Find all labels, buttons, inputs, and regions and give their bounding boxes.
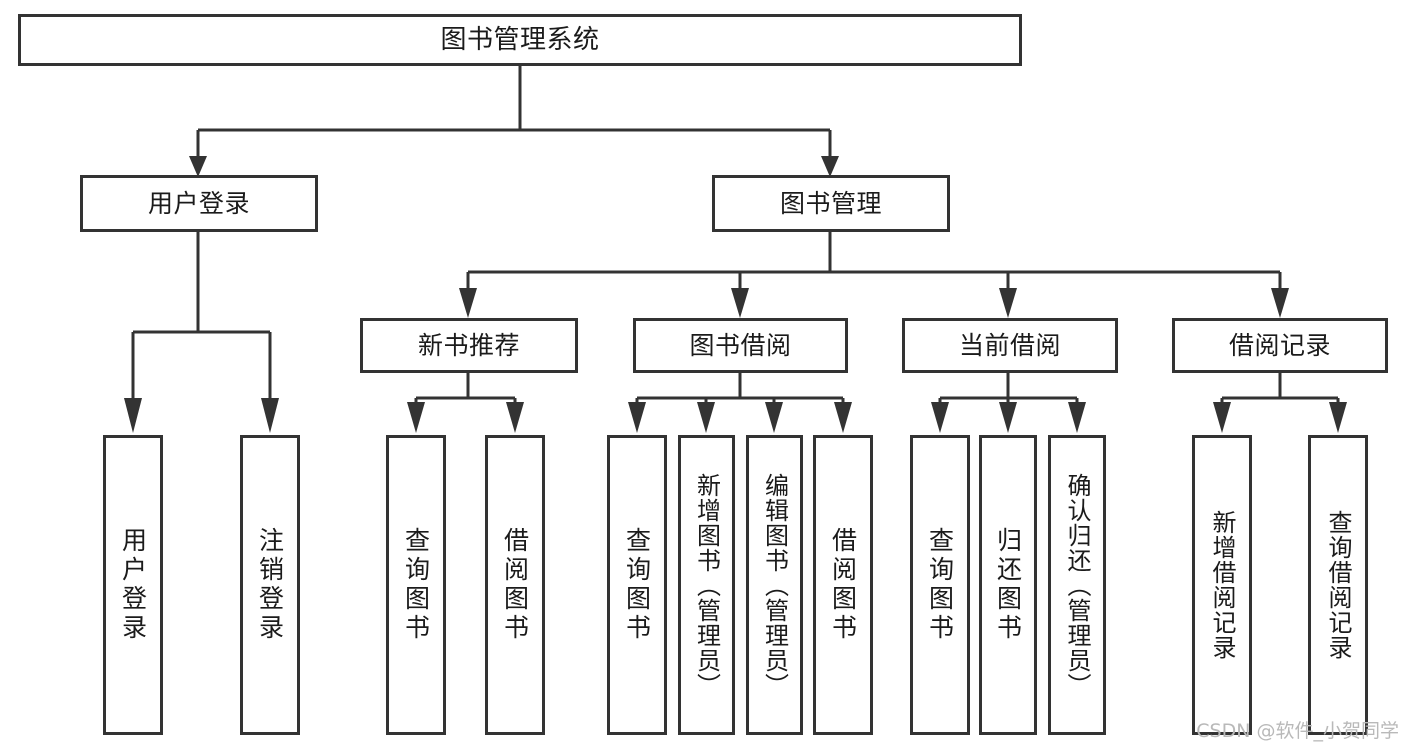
leaf-user-login-login[interactable]: 用户登录 <box>103 435 163 735</box>
node-book-management-label: 图书管理 <box>779 188 882 218</box>
node-borrow-record[interactable]: 借阅记录 <box>1172 318 1388 373</box>
leaf-current-query-book-label: 查询图书 <box>925 527 955 643</box>
watermark-csdn: CSDN @软件_小贺同学 <box>1196 716 1399 743</box>
leaf-new-book-query-label: 查询图书 <box>401 527 431 643</box>
arrow-borrow-leaf-1 <box>628 402 646 433</box>
leaf-record-query-record-label: 查询借阅记录 <box>1324 510 1352 660</box>
node-current-borrow[interactable]: 当前借阅 <box>902 318 1118 373</box>
leaf-borrow-add-book-admin-label: 新增图书（管理员） <box>692 472 721 698</box>
arrow-bookmgmt-to-record <box>1271 288 1289 318</box>
arrow-bookmgmt-to-current <box>999 288 1017 318</box>
node-user-login[interactable]: 用户登录 <box>80 175 318 232</box>
node-root-book-management-system[interactable]: 图书管理系统 <box>18 14 1022 66</box>
node-root-label: 图书管理系统 <box>440 24 600 55</box>
arrow-current-leaf-3 <box>1068 402 1086 433</box>
arrow-borrow-leaf-4 <box>834 402 852 433</box>
leaf-user-login-logout-label: 注销登录 <box>255 527 285 643</box>
node-current-borrow-label: 当前借阅 <box>958 330 1061 360</box>
leaf-current-return-book-label: 归还图书 <box>993 527 1023 643</box>
arrow-current-leaf-2 <box>999 402 1017 433</box>
leaf-new-book-borrow-label: 借阅图书 <box>500 527 530 643</box>
arrow-root-to-bookmgmt <box>821 156 839 177</box>
watermark-text: CSDN @软件_小贺同学 <box>1196 720 1399 742</box>
arrow-bookmgmt-to-borrow <box>731 288 749 318</box>
leaf-borrow-borrow-book-label: 借阅图书 <box>828 527 858 643</box>
arrow-record-leaf-2 <box>1329 402 1347 433</box>
arrow-root-to-userlogin <box>189 156 207 177</box>
arrow-borrow-leaf-3 <box>765 402 783 433</box>
leaf-current-confirm-return-admin[interactable]: 确认归还（管理员） <box>1048 435 1106 735</box>
leaf-borrow-query-book[interactable]: 查询图书 <box>607 435 667 735</box>
leaf-record-add-record[interactable]: 新增借阅记录 <box>1192 435 1252 735</box>
arrow-userlogin-leaf-2 <box>261 398 279 433</box>
leaf-borrow-borrow-book[interactable]: 借阅图书 <box>813 435 873 735</box>
leaf-borrow-edit-book-admin[interactable]: 编辑图书（管理员） <box>746 435 803 735</box>
leaf-record-query-record[interactable]: 查询借阅记录 <box>1308 435 1368 735</box>
leaf-borrow-add-book-admin[interactable]: 新增图书（管理员） <box>678 435 735 735</box>
leaf-user-login-logout[interactable]: 注销登录 <box>240 435 300 735</box>
arrow-current-leaf-1 <box>931 402 949 433</box>
leaf-borrow-query-book-label: 查询图书 <box>622 527 652 643</box>
arrow-newbook-leaf-1 <box>407 402 425 433</box>
node-borrow-record-label: 借阅记录 <box>1228 330 1331 360</box>
leaf-borrow-edit-book-admin-label: 编辑图书（管理员） <box>760 472 789 698</box>
leaf-new-book-borrow[interactable]: 借阅图书 <box>485 435 545 735</box>
arrow-newbook-leaf-2 <box>506 402 524 433</box>
leaf-user-login-login-label: 用户登录 <box>118 527 148 643</box>
node-new-book-recommend[interactable]: 新书推荐 <box>360 318 578 373</box>
arrow-userlogin-leaf-1 <box>124 398 142 433</box>
arrow-borrow-leaf-2 <box>697 402 715 433</box>
arrow-record-leaf-1 <box>1213 402 1231 433</box>
node-user-login-label: 用户登录 <box>147 188 250 218</box>
arrow-bookmgmt-to-newbook <box>459 288 477 318</box>
node-new-book-recommend-label: 新书推荐 <box>417 330 520 360</box>
leaf-new-book-query[interactable]: 查询图书 <box>386 435 446 735</box>
leaf-current-confirm-return-admin-label: 确认归还（管理员） <box>1063 472 1091 698</box>
node-book-borrow-label: 图书借阅 <box>689 330 792 360</box>
leaf-record-add-record-label: 新增借阅记录 <box>1208 510 1236 660</box>
node-book-borrow[interactable]: 图书借阅 <box>633 318 848 373</box>
node-book-management[interactable]: 图书管理 <box>712 175 950 232</box>
leaf-current-return-book[interactable]: 归还图书 <box>979 435 1037 735</box>
leaf-current-query-book[interactable]: 查询图书 <box>910 435 970 735</box>
